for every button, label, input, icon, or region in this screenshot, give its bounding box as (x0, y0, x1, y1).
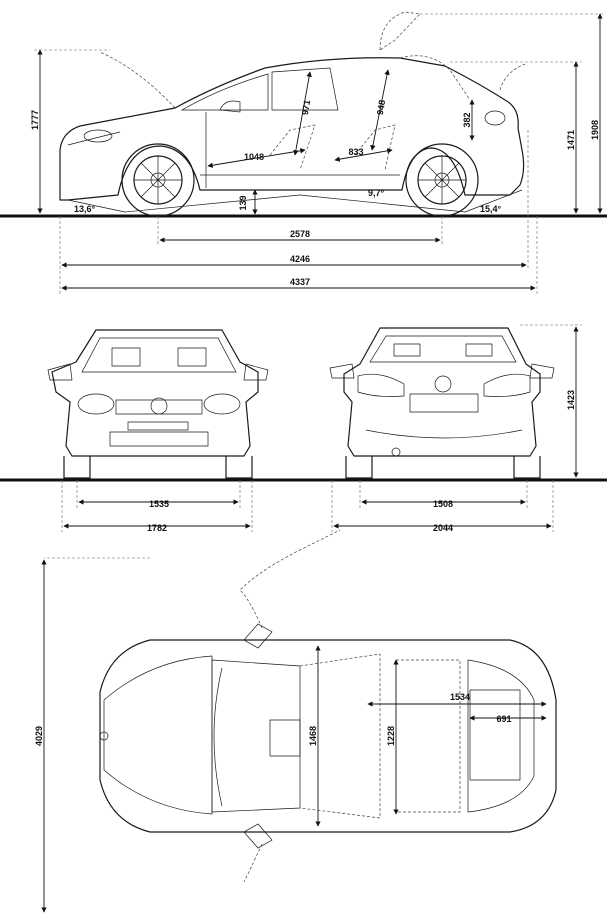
rear-car-outline (329, 327, 555, 479)
length-body-label: 4246 (290, 254, 310, 264)
boot-height-label: 382 (462, 112, 472, 127)
front-view: 1535 1782 (0, 329, 607, 533)
legroom-front-label: 1048 (244, 152, 264, 162)
top-car-outline (99, 529, 557, 883)
boot-depth-label: 691 (496, 714, 511, 724)
rear-wheel (405, 143, 479, 217)
height-roof-up-label: 1908 (590, 120, 600, 140)
track-front-label: 1535 (149, 499, 169, 509)
top-length-label: 4029 (34, 726, 44, 746)
height-closed-label: 1471 (566, 130, 576, 150)
headroom-rear-label: 948 (375, 99, 387, 116)
side-car-outline (59, 11, 526, 201)
front-wheel (121, 143, 195, 217)
wheelbase-label: 2578 (290, 229, 310, 239)
departure-angle-label: 15,4° (480, 204, 502, 214)
top-view: 4029 1468 1228 1534 691 (34, 529, 557, 913)
rear-height-label: 1423 (566, 390, 576, 410)
front-car-outline (47, 329, 269, 479)
length-overall-label: 4337 (290, 277, 310, 287)
headroom-front-label: 971 (300, 99, 312, 116)
track-rear-label: 1508 (433, 499, 453, 509)
width-front-interior-label: 1468 (308, 726, 318, 746)
width-mirrors-label: 2044 (433, 523, 453, 533)
width-body-label: 1782 (147, 523, 167, 533)
rear-view: 1423 1508 2044 (329, 324, 582, 533)
height-open-label: 1777 (30, 110, 40, 130)
ground-clearance-label: 139 (238, 195, 248, 210)
boot-length-label: 1534 (450, 692, 470, 702)
approach-angle-label: 13,6° (74, 204, 96, 214)
width-rear-interior-label: 1228 (386, 726, 396, 746)
legroom-rear-label: 833 (348, 147, 363, 157)
side-view: 1777 1471 1908 971 948 1048 833 382 13,6… (0, 11, 607, 296)
ramp-angle-label: 9,7° (368, 188, 385, 198)
